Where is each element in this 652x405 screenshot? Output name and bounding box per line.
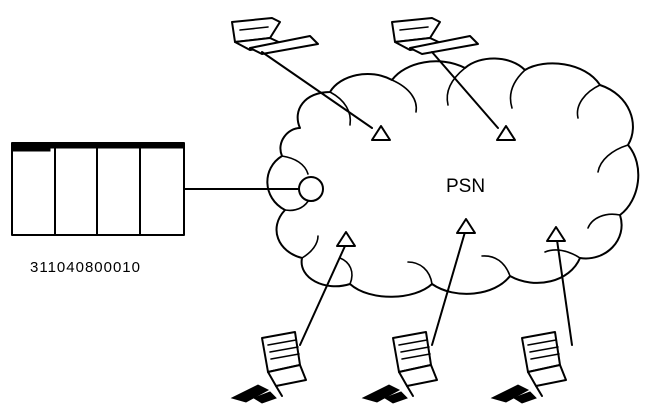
port-triangle-bottom-right (547, 227, 565, 241)
terminal-bottom-right (492, 332, 566, 403)
terminal-top-left (232, 18, 318, 54)
link-bottom-left (300, 246, 345, 345)
terminal-bottom-middle (363, 332, 437, 403)
link-bottom-middle (432, 232, 465, 345)
host-id-label: 311040800010 (30, 259, 141, 276)
host-rack (12, 143, 184, 235)
link-top-right (432, 52, 498, 128)
host-port-circle (299, 177, 323, 201)
port-triangle-top-left (372, 126, 390, 140)
terminal-bottom-left (232, 332, 306, 403)
link-bottom-right (557, 240, 572, 345)
port-triangle-top-right (497, 126, 515, 140)
link-top-left (262, 52, 372, 128)
port-triangle-bottom-left (337, 232, 355, 246)
psn-label: PSN (446, 176, 485, 197)
port-triangle-bottom-middle (457, 219, 475, 233)
terminal-top-right (392, 18, 478, 54)
